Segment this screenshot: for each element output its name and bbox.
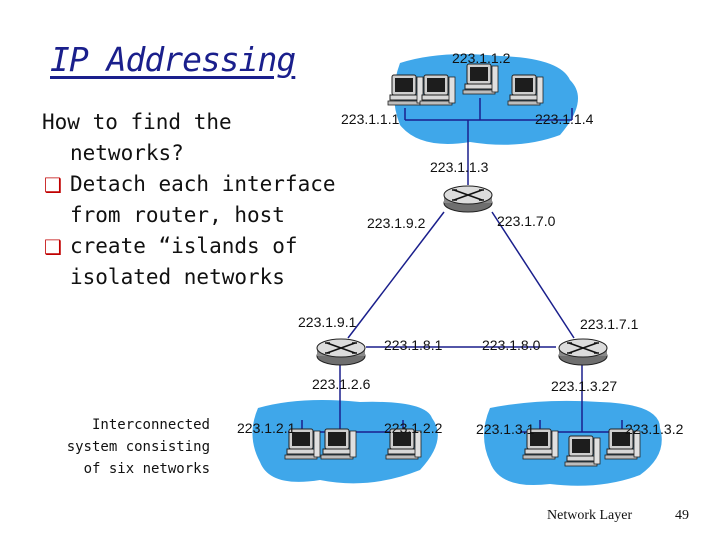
- bullet-2-line-1: create “islands of: [70, 234, 298, 258]
- caption-line: of six networks: [83, 461, 210, 477]
- address-label: 223.1.2.1: [237, 420, 296, 436]
- bullet-1-line-2: from router, host: [70, 203, 285, 227]
- diagram-caption: Interconnected system consisting of six …: [67, 414, 210, 480]
- address-label: 223.1.3.2: [625, 421, 684, 437]
- address-label: 223.1.9.1: [298, 314, 357, 330]
- address-label: 223.1.1.2: [452, 50, 511, 66]
- intro-line-1: How to find the: [42, 110, 232, 134]
- host-icon: [507, 74, 544, 106]
- address-label: 223.1.8.0: [482, 337, 541, 353]
- host-icon: [387, 74, 424, 106]
- footer-label: Network Layer: [547, 508, 633, 523]
- address-label: 223.1.2.6: [312, 376, 371, 392]
- bullet-marker-icon: ❑: [44, 235, 62, 259]
- address-label: 223.1.2.2: [384, 420, 443, 436]
- host-icon: [320, 428, 357, 460]
- intro-line-2: networks?: [70, 141, 184, 165]
- caption-line: system consisting: [66, 439, 210, 455]
- router-icon: [443, 185, 493, 213]
- address-label: 223.1.7.0: [497, 213, 556, 229]
- bullet-2-line-2: isolated networks: [70, 265, 285, 289]
- address-label: 223.1.1.1: [341, 111, 400, 127]
- address-label: 223.1.9.2: [367, 215, 426, 231]
- address-label: 223.1.1.3: [430, 159, 489, 175]
- address-label: 223.1.8.1: [384, 337, 443, 353]
- page-number: 49: [675, 508, 689, 523]
- address-label: 223.1.7.1: [580, 316, 639, 332]
- link-7: [491, 211, 575, 339]
- link-9: [347, 211, 445, 339]
- caption-line: Interconnected: [91, 417, 210, 433]
- router-icon: [558, 338, 608, 366]
- router-icon: [316, 338, 366, 366]
- address-label: 223.1.3.1: [476, 421, 535, 437]
- bullet-1-line-1: Detach each interface: [70, 172, 336, 196]
- host-icon: [462, 63, 499, 95]
- page-title: IP Addressing: [50, 40, 296, 79]
- bullet-marker-icon: ❑: [44, 173, 62, 197]
- host-icon: [419, 74, 456, 106]
- address-label: 223.1.1.4: [535, 111, 594, 127]
- address-label: 223.1.3.27: [551, 378, 618, 394]
- host-icon: [564, 435, 601, 467]
